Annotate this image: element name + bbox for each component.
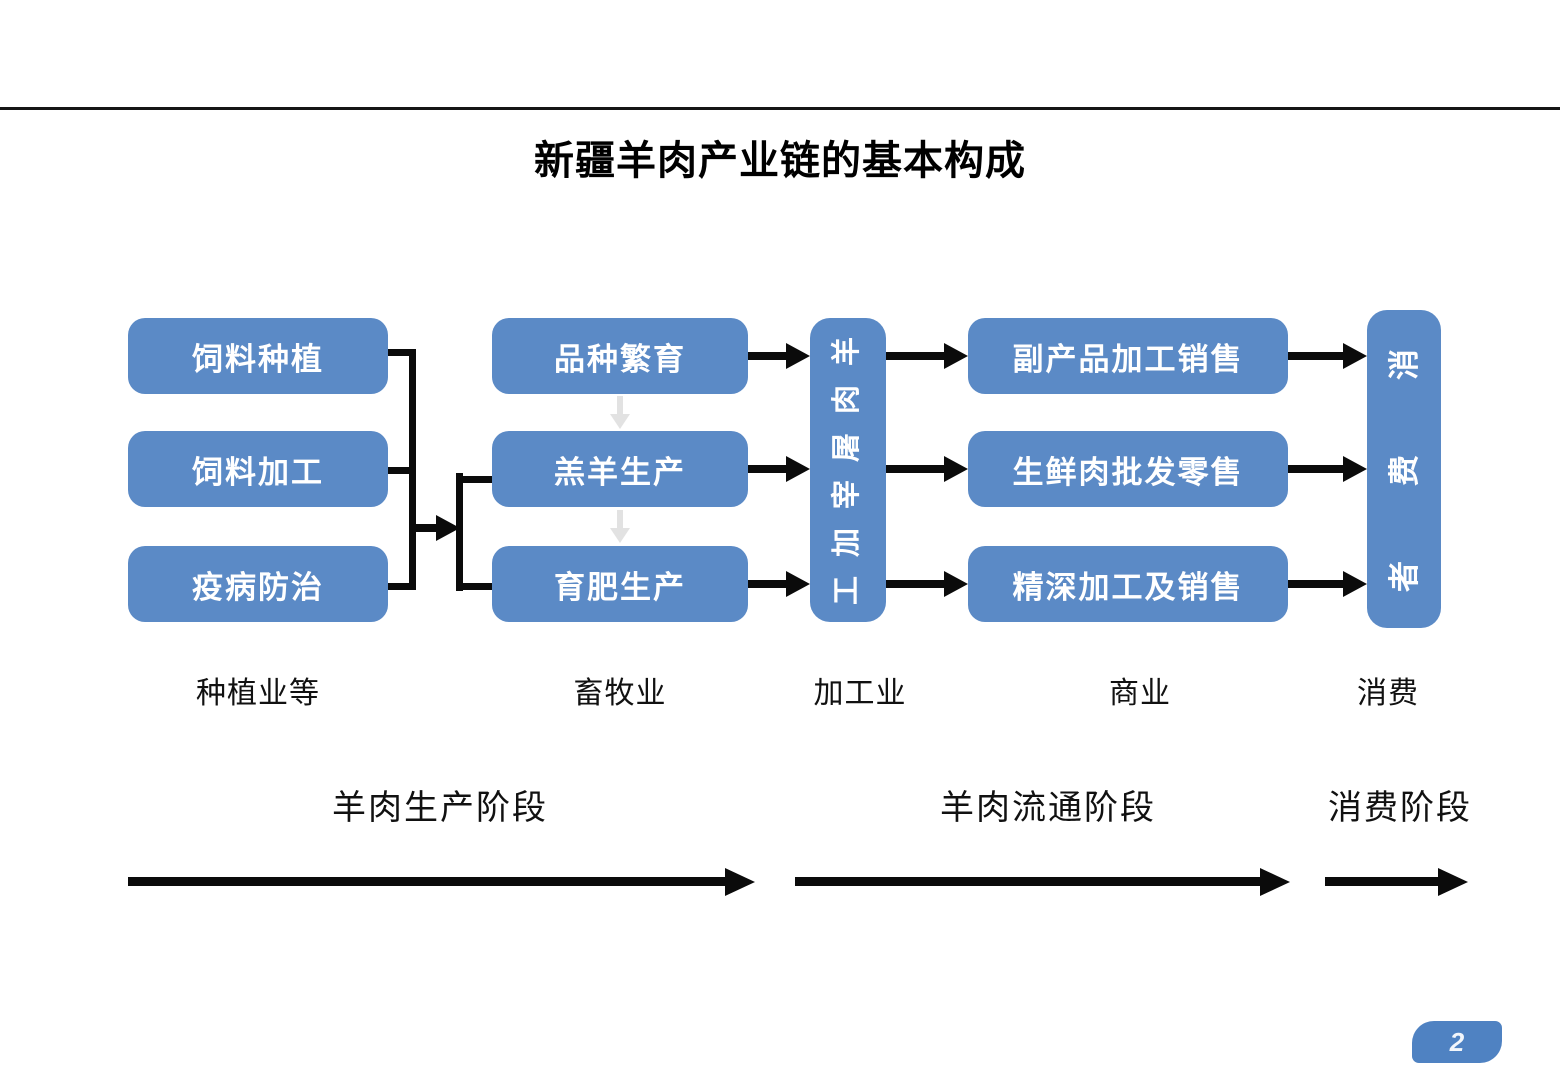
flow-box-label: 羔羊生产: [554, 454, 686, 490]
flow-box-label: 育肥生产: [554, 569, 686, 605]
flow-box-feed-planting: 饲料种植: [128, 318, 388, 394]
right-arrow-icon: [786, 571, 810, 597]
right-arrow-icon: [1343, 343, 1367, 369]
sector-label-planting: 种植业等: [196, 677, 320, 710]
flow-box-fresh-meat-wholesale: 生鲜肉批发零售: [968, 431, 1288, 507]
flow-box-label: 品种繁育: [554, 341, 686, 377]
sector-label-commerce: 商业: [1109, 677, 1171, 710]
flow-box-slaughter-processing: 羊肉屠宰加工: [810, 318, 886, 622]
sector-label-consumption: 消费: [1357, 677, 1419, 710]
page-number: 2: [1449, 1026, 1465, 1057]
flow-box-feed-processing: 饲料加工: [128, 431, 388, 507]
right-arrow-icon: [786, 456, 810, 482]
faint-down-arrow-line: [617, 510, 623, 530]
flow-box-deep-processing-sales: 精深加工及销售: [968, 546, 1288, 622]
stage-arrow-line: [128, 877, 728, 886]
right-arrow-icon: [725, 868, 755, 896]
right-arrow-icon: [1343, 571, 1367, 597]
flow-box-fattening: 育肥生产: [492, 546, 748, 622]
right-arrow-icon: [944, 343, 968, 369]
connector-arrow-line: [886, 580, 946, 588]
stage-label-production: 羊肉生产阶段: [332, 789, 548, 827]
right-arrow-icon: [786, 343, 810, 369]
down-arrow-icon: [610, 528, 630, 543]
flow-box-label: 疫病防治: [192, 569, 324, 605]
flow-box-label: 精深加工及销售: [1012, 569, 1244, 605]
connector-arrow-line: [1288, 352, 1345, 360]
connector-line: [388, 583, 416, 590]
stage-label-circulation: 羊肉流通阶段: [940, 789, 1156, 827]
page-number-badge: 2: [1412, 1021, 1502, 1063]
connector-line: [409, 349, 416, 590]
connector-line: [456, 583, 492, 590]
connector-arrow-line: [1288, 580, 1345, 588]
flow-box-label: 生鲜肉批发零售: [1012, 454, 1244, 490]
sector-label-husbandry: 畜牧业: [573, 677, 667, 710]
connector-arrow-line: [748, 580, 788, 588]
sector-label-processing: 加工业: [813, 677, 907, 710]
slide-title: 新疆羊肉产业链的基本构成: [534, 139, 1026, 183]
right-arrow-icon: [1343, 456, 1367, 482]
connector-arrow-line: [748, 352, 788, 360]
stage-arrow-line: [1325, 877, 1440, 886]
right-arrow-icon: [944, 571, 968, 597]
connector-arrow-line: [748, 465, 788, 473]
flow-box-lamb-production: 羔羊生产: [492, 431, 748, 507]
stage-arrow-line: [795, 877, 1262, 886]
flow-box-label: 副产品加工销售: [1012, 341, 1244, 377]
flow-box-label: 饲料加工: [192, 454, 324, 490]
right-arrow-icon: [1260, 868, 1290, 896]
connector-line: [456, 473, 463, 591]
connector-line: [456, 476, 492, 483]
flow-box-breeding: 品种繁育: [492, 318, 748, 394]
flow-box-consumer: 消费者: [1367, 310, 1441, 628]
header-divider: [0, 107, 1560, 110]
right-arrow-icon: [944, 456, 968, 482]
right-arrow-icon: [1438, 868, 1468, 896]
faint-down-arrow-line: [617, 396, 623, 416]
flow-box-label-vertical: 羊肉屠宰加工: [831, 334, 864, 605]
down-arrow-icon: [610, 414, 630, 429]
connector-arrow-line: [886, 352, 946, 360]
connector-arrow-line: [409, 524, 440, 532]
connector-arrow-line: [886, 465, 946, 473]
connector-line: [388, 349, 416, 356]
flow-box-byproduct-sales: 副产品加工销售: [968, 318, 1288, 394]
flow-box-label-vertical: 消费者: [1386, 346, 1422, 592]
connector-line: [388, 467, 416, 474]
flow-box-disease-control: 疫病防治: [128, 546, 388, 622]
connector-arrow-line: [1288, 465, 1345, 473]
stage-label-consumption: 消费阶段: [1328, 789, 1472, 827]
flow-box-label: 饲料种植: [192, 341, 324, 377]
